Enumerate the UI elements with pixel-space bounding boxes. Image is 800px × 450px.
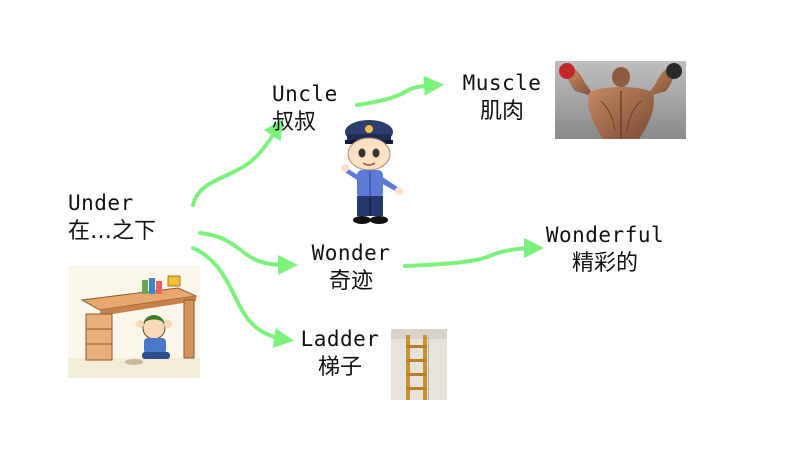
word-wonderful-zh: 精彩的 <box>571 251 638 277</box>
word-uncle-en: Uncle <box>272 82 338 106</box>
word-uncle-zh: 叔叔 <box>272 110 317 136</box>
word-muscle-zh: 肌肉 <box>479 99 524 125</box>
word-under-zh: 在…之下 <box>68 219 157 245</box>
ladder-image <box>391 329 447 400</box>
arrow-uncle-to-muscle <box>355 75 444 107</box>
word-ladder-zh: 梯子 <box>317 355 362 381</box>
word-wonder: Wonder 奇迹 <box>305 240 397 296</box>
uncle-image <box>335 116 407 226</box>
under-image <box>68 266 200 378</box>
word-ladder-en: Ladder <box>300 327 380 351</box>
word-under: Under 在…之下 <box>68 190 183 246</box>
muscle-image <box>555 61 686 139</box>
arrow-under-to-wonder <box>198 231 298 275</box>
word-muscle: Muscle 肌肉 <box>456 70 548 126</box>
word-muscle-en: Muscle <box>462 71 542 95</box>
word-wonder-en: Wonder <box>311 241 391 265</box>
word-uncle: Uncle 叔叔 <box>272 81 344 137</box>
word-ladder: Ladder 梯子 <box>295 326 385 382</box>
arrow-under-to-ladder <box>191 246 294 348</box>
arrow-under-to-uncle <box>191 119 284 207</box>
word-wonder-zh: 奇迹 <box>328 269 373 295</box>
word-wonderful-en: Wonderful <box>545 223 665 247</box>
word-under-en: Under <box>68 191 134 215</box>
arrow-wonder-to-wonderful <box>403 238 544 268</box>
word-wonderful: Wonderful 精彩的 <box>540 222 670 278</box>
